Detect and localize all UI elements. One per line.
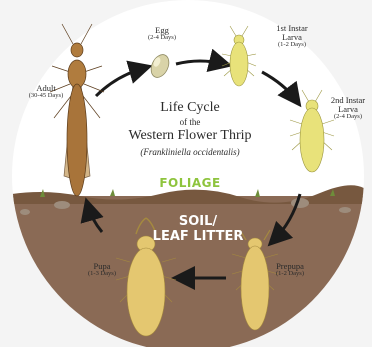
pupa-label: Pupa (1-3 Days) [80,262,124,278]
prepupa-label: Prepupa (1-2 Days) [268,262,312,278]
second-instar-label: 2nd Instar Larva (2-4 Days) [324,96,372,121]
adult-label: Adult (30-45 Days) [20,84,72,100]
first-instar-label: 1st Instar Larva (1-2 Days) [262,24,322,49]
soil-zone-label: SOIL/ LEAF LITTER [150,215,246,245]
pupa-duration: (1-3 Days) [80,271,124,278]
title-line2: of the [120,117,260,127]
title-line3: Western Flower Thrip [120,128,260,144]
title-line1: Life Cycle [120,100,260,116]
foliage-zone-label: FOLIAGE [150,176,230,190]
first-instar-duration: (1-2 Days) [262,42,322,49]
second-instar-duration: (2-4 Days) [324,114,372,121]
soil-label-line1: SOIL/ [150,215,246,230]
egg-label: Egg (2-4 Days) [142,26,182,42]
prepupa-duration: (1-2 Days) [268,271,312,278]
soil-label-line2: LEAF LITTER [150,230,246,245]
egg-duration: (2-4 Days) [142,35,182,42]
diagram-title: Life Cycle of the Western Flower Thrip (… [120,100,260,157]
adult-duration: (30-45 Days) [20,93,72,100]
scientific-name: (Frankliniella occidentalis) [120,147,260,157]
